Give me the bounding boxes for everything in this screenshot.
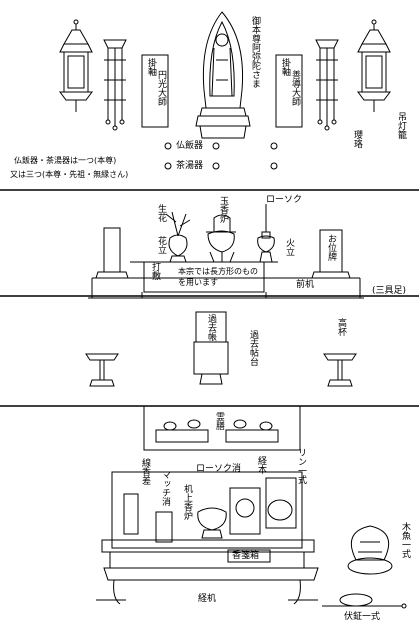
candle-snuffer-label: ローソク消 — [196, 464, 242, 474]
flower-vase — [165, 211, 191, 263]
takatsuki-label: 高杯 — [336, 318, 346, 336]
incense-box — [123, 493, 139, 535]
desk-incense-label: 机上香炉 — [182, 484, 192, 520]
memorial-tablet-left — [95, 227, 129, 279]
honzon-statue — [195, 11, 251, 139]
sangusoku-label: (三具足) — [372, 286, 407, 296]
note-line-2: 又は三つ(本尊・先祖・無縁さん) — [10, 170, 129, 179]
candle-stand-label: 火立 — [284, 238, 294, 256]
honzon-label: 御本尊阿弥陀さま — [250, 16, 260, 88]
mokugyo-label: 木魚一式 — [400, 522, 410, 558]
front-table-label: 前机 — [296, 280, 315, 290]
hanging-lantern-label: 吊灯籠 — [396, 112, 406, 139]
kosen-box-label: 香箋箱 — [232, 551, 260, 561]
left-scroll — [141, 54, 169, 128]
note-line-1: 仏飯器・茶湯器は一つ(本尊) — [14, 156, 117, 165]
candle-label: ローソク — [266, 195, 303, 205]
left-scroll-title: 掛軸 — [146, 58, 156, 76]
right-yoraku — [315, 39, 339, 131]
altar-base — [88, 277, 364, 299]
rin-label: リン一式 — [296, 448, 306, 484]
offering-cups — [164, 142, 278, 170]
mat-label: 打敷 — [150, 262, 160, 280]
offering-tray-box — [143, 405, 301, 451]
legend-butsuhanki: 仏飯器 — [176, 141, 204, 151]
sutra-book-stand — [265, 477, 297, 529]
memorial-tablet-right — [311, 229, 351, 279]
left-yoraku — [103, 39, 127, 131]
yoraku-label: 瓔珞 — [352, 130, 362, 148]
right-scroll-label: 善導大師 — [290, 70, 300, 106]
kakocho-label: 過去帳 — [206, 314, 216, 341]
vase-label: 花立 — [156, 236, 166, 254]
left-scroll-label: 円光大師 — [156, 70, 166, 106]
sutra-desk-label: 経机 — [198, 594, 217, 604]
incense-burner-label: 玉香炉 — [218, 196, 228, 223]
incense-burner — [206, 214, 236, 263]
right-takatsuki — [323, 353, 357, 387]
rin-set — [229, 487, 261, 535]
kosen-box — [227, 549, 271, 563]
candle-stand — [257, 204, 275, 263]
mokugyo — [347, 525, 393, 575]
right-scroll — [275, 54, 303, 128]
flowers-label: 生花 — [156, 204, 166, 222]
offering-tray-label: 霊膳 — [214, 412, 224, 430]
sutra-stand-label: 経本 — [256, 456, 266, 474]
kakocho-stand — [193, 311, 229, 385]
fusekane — [322, 593, 407, 609]
fusekane-label: 伏鉦一式 — [344, 612, 381, 622]
memorial-tablet-label: お位牌 — [326, 234, 336, 261]
sutra-desk — [96, 471, 319, 605]
right-hanging-lantern — [357, 19, 391, 112]
left-takatsuki — [85, 353, 119, 387]
desk-incense-burner — [197, 507, 227, 539]
match-holder-label: マッチ消 — [160, 470, 170, 506]
legend-chatouki: 茶湯器 — [176, 161, 204, 171]
incense-box-label: 線香差 — [140, 458, 150, 485]
left-hanging-lantern — [59, 19, 93, 112]
match-holder — [155, 511, 173, 543]
table-note: 本宗では長方形のものを用います — [178, 267, 258, 287]
right-scroll-title: 掛軸 — [280, 58, 290, 76]
kakocho-stand-label: 過去帖台 — [248, 330, 258, 366]
